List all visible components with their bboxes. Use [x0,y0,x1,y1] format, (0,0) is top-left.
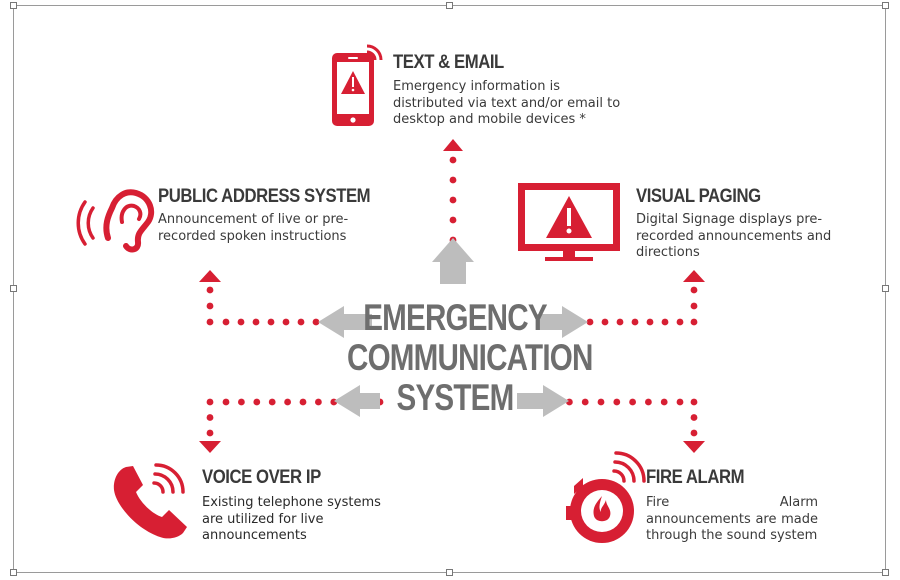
fire-alarm-title: FIRE ALARM [646,467,745,488]
dot-horizontal-right-top [631,318,639,326]
dot-horizontal-left-top [237,318,245,326]
center-title-line-2: COMMUNICATION [347,337,593,378]
resize-handle-top-right[interactable] [882,2,889,9]
dot-horizontal-right-top [586,318,594,326]
dot-horizontal-right-bottom [645,398,652,406]
resize-handle-top-center[interactable] [446,2,453,9]
dot-vertical-fire-alarm [690,414,698,421]
resize-handle-bottom-left[interactable] [10,569,17,576]
dot-horizontal-left-bottom [268,398,276,406]
dot-vertical-visual-paging [690,318,698,326]
dot-vertical-center [449,196,457,204]
dot-horizontal-right-bottom [629,398,636,406]
dot-vertical-center [449,216,457,224]
center-title-line-1: EMERGENCY [363,297,547,338]
dot-horizontal-left-bottom [315,398,322,406]
dot-horizontal-right-top [646,318,654,326]
dot-horizontal-left-bottom [253,398,261,406]
center-title: EMERGENCY COMMUNICATION SYSTEM [320,297,593,418]
dot-vertical-public-address [206,302,214,310]
arrowhead-down-fire-alarm [683,441,705,453]
public-address-desc: Announcement of live or pre-recorded spo… [158,212,349,244]
phone-icon [113,463,187,539]
resize-handle-top-left[interactable] [10,2,17,9]
center-title-line-3: SYSTEM [396,377,515,418]
dot-vertical-fire-alarm [690,429,698,437]
fire-alarm-desc: Fire Alarm announcements are made throug… [646,495,818,543]
dot-horizontal-left-top [282,318,290,326]
resize-handle-bottom-right[interactable] [882,569,889,576]
resize-handle-middle-left[interactable] [10,285,17,292]
gray-arrow-left-top [318,306,372,338]
gray-arrow-right-top [537,306,588,338]
ear-icon [76,189,155,253]
dot-vertical-public-address [206,286,214,294]
dot-horizontal-left-top [252,318,260,326]
gray-arrows [318,238,588,417]
resize-handle-bottom-center[interactable] [446,569,453,576]
dot-horizontal-right-top [616,318,624,326]
dot-vertical-fire-alarm [690,398,698,406]
dot-vertical-visual-paging [690,286,698,294]
gray-arrow-right-bottom [517,385,569,417]
dot-horizontal-left-top [312,318,320,326]
arrowhead-up-public-address [199,270,221,282]
smartphone-alert-icon [332,44,383,126]
text-email-title: TEXT & EMAIL [393,52,504,73]
resize-handle-middle-right[interactable] [882,285,889,292]
dot-vertical-public-address [206,318,214,326]
dot-vertical-visual-paging [690,302,698,310]
dot-horizontal-right-bottom [581,398,589,406]
gray-arrow-up [432,238,474,284]
dot-vertical-voip [206,398,214,406]
dot-vertical-center [449,156,457,164]
dot-horizontal-right-bottom [676,398,684,406]
dot-vertical-center [449,176,457,184]
dot-horizontal-right-bottom [660,398,668,406]
dot-horizontal-right-bottom [597,398,605,406]
red-arrowheads [199,139,705,453]
dot-horizontal-left-top [267,318,275,326]
dot-horizontal-left-bottom [238,398,245,406]
dot-horizontal-left-bottom [299,398,307,406]
dot-horizontal-right-bottom [613,398,621,406]
dot-horizontal-left-bottom [284,398,291,406]
dot-vertical-voip [206,414,214,421]
dot-vertical-voip [206,429,214,437]
dot-horizontal-left-top [297,318,305,326]
arrowhead-down-voip [199,441,221,453]
voip-desc: Existing telephone systems are utilized … [202,495,381,543]
fire-alarm-icon [566,451,646,543]
dot-horizontal-right-top [676,318,684,326]
arrowhead-up-visual-paging [683,270,705,282]
text-email-desc: Emergency information is distributed via… [393,79,621,127]
dot-horizontal-left-bottom [222,398,230,406]
dot-horizontal-right-top [661,318,669,326]
visual-paging-desc: Digital Signage displays pre-recorded an… [636,212,832,260]
gray-arrow-left-bottom [334,385,380,417]
public-address-title: PUBLIC ADDRESS SYSTEM [158,186,371,207]
visual-paging-title: VISUAL PAGING [636,186,761,207]
voip-title: VOICE OVER IP [202,467,321,488]
monitor-alert-icon [518,183,620,261]
arrowhead-up-text-email [443,139,463,151]
dot-horizontal-left-top [222,318,230,326]
dot-horizontal-right-top [601,318,609,326]
